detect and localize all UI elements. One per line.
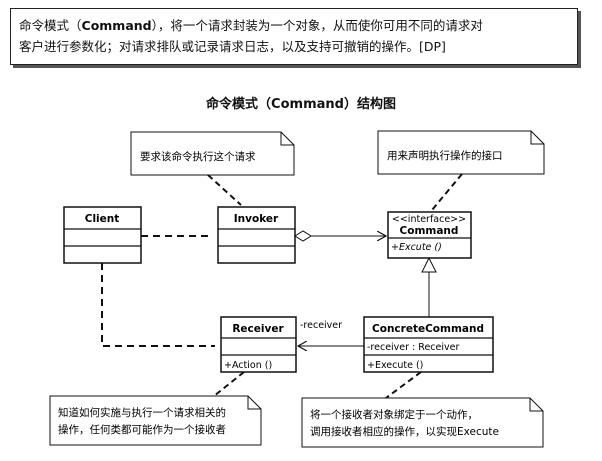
note-concrete-line-1: 将一个接收者对象绑定于一个动作， [310,408,478,421]
diagram-title: 命令模式（Command）结构图 [206,97,396,112]
class-invoker: Invoker [217,206,296,264]
class-concrete-command: ConcreteCommand -receiver : Receiver +Ex… [363,316,494,373]
anchor-receiver-note [213,371,245,397]
definition-keyword: Command [81,18,152,33]
note-invoker: 要求该命令执行这个请求 [130,131,295,176]
definition-box: 命令模式（Command），将一个请求封装为一个对象，从而使你可用不同的请求对 … [10,8,578,65]
command-stereotype: <<interface>> [392,214,466,225]
note-invoker-text: 要求该命令执行这个请求 [140,150,256,163]
receiver-name: Receiver [232,323,284,335]
anchor-command-note [431,173,463,211]
definition-text-2: ），将一个请求封装为一个对象，从而使你可用不同的请求对 [151,18,483,33]
invoker-name: Invoker [234,213,279,225]
receiver-method: +Action () [224,360,272,371]
note-receiver-line-1: 知道如何实施与执行一个请求相关的 [58,406,226,419]
command-method: +Excute () [391,242,442,253]
anchor-concrete-note [385,371,422,399]
command-name: Command [400,225,459,237]
edge-client-receiver [101,263,215,347]
note-receiver-line-2: 操作，任何类都可能作为一个接收者 [58,423,226,436]
note-command-text: 用来声明执行操作的接口 [387,149,503,162]
definition-line-1: 命令模式（Command），将一个请求封装为一个对象，从而使你可用不同的请求对 [19,15,569,36]
class-receiver: Receiver +Action () [220,316,297,373]
note-command: 用来声明执行操作的接口 [377,130,545,175]
edge-concrete-receiver: -receiver [298,320,364,346]
concrete-name: ConcreteCommand [372,323,484,335]
class-command: <<interface>> Command +Excute () [387,211,472,259]
edge-invoker-command [294,230,386,242]
client-name: Client [85,213,120,225]
association-label: -receiver [300,320,342,331]
definition-line-2: 客户进行参数化；对请求排队或记录请求日志，以及支持可撤销的操作。[DP] [19,39,446,54]
concrete-method: +Execute () [367,360,423,371]
concrete-field: -receiver : Receiver [367,342,459,353]
class-client: Client [63,206,142,264]
note-concrete: 将一个接收者对象绑定于一个动作， 调用接收者相应的操作，以实现Execute [301,397,544,448]
edge-concrete-command [421,256,437,317]
note-concrete-line-2: 调用接收者相应的操作，以实现Execute [310,425,499,438]
anchor-invoker-note [207,174,242,206]
note-receiver: 知道如何实施与执行一个请求相关的 操作，任何类都可能作为一个接收者 [49,395,262,446]
definition-text-1: 命令模式（ [19,18,82,33]
